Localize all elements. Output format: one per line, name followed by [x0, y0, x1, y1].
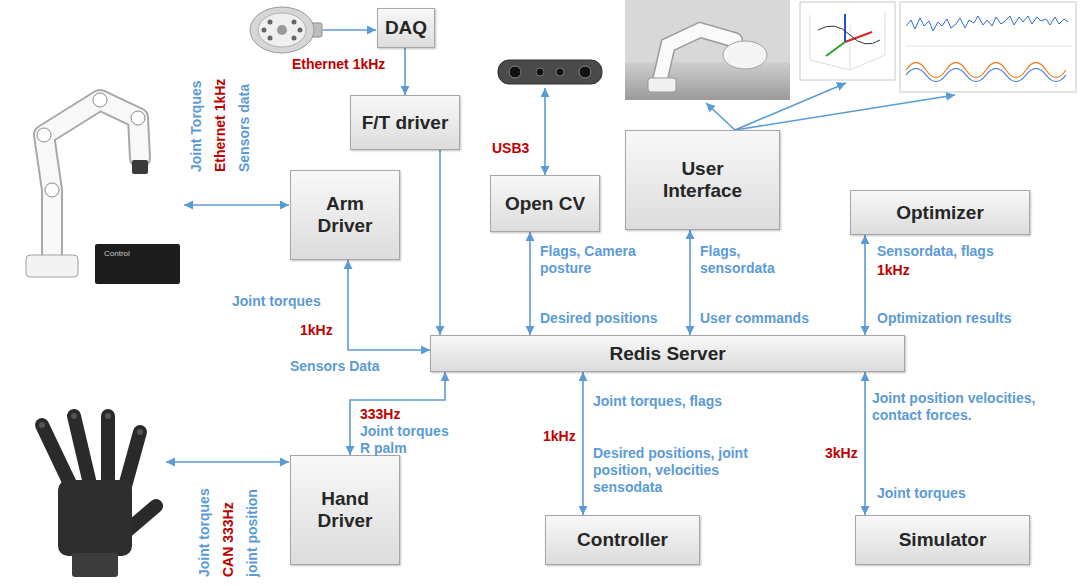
simulation-screenshot [625, 0, 790, 100]
signal-label: Desired positions [540, 310, 657, 327]
server-bar: Redis Server [430, 335, 905, 372]
sensor-wire [323, 29, 376, 31]
box-label: Optimizer [859, 202, 1021, 224]
usb-cable [544, 88, 546, 175]
signal-label-vertical: Ethernet 1kHz [212, 79, 229, 172]
data-link [348, 260, 430, 350]
signal-label: User commands [700, 310, 809, 327]
signal-label-vertical: joint position [244, 489, 261, 577]
box-label: Simulator [864, 529, 1021, 551]
data-link [439, 150, 441, 335]
ethernet-link [184, 204, 289, 206]
signal-label: Desired positions, joint position, veloc… [593, 445, 763, 496]
signal-label-vertical: Sensors data [236, 84, 253, 172]
optimizer-box: Optimizer [850, 190, 1030, 235]
ft-sensor-icon [250, 7, 322, 53]
signal-label: USB3 [492, 140, 529, 157]
signal-label: Joint position velocities, contact force… [872, 390, 1057, 424]
signal-label: 1kHz [300, 322, 333, 339]
signal-label: Ethernet 1kHz [292, 56, 385, 73]
box-label: F/T driver [359, 112, 451, 134]
box-label: Hand Driver [299, 488, 391, 532]
signal-label: 1kHz [543, 428, 576, 445]
controller-box: Controller [545, 515, 700, 565]
ui-box: User Interface [625, 130, 780, 230]
signal-label: Sensors Data [290, 358, 379, 375]
signal-label-vertical: CAN 333Hz [220, 502, 237, 577]
signal-label: Joint torques, flags [593, 393, 722, 410]
box-label: User Interface [644, 158, 761, 202]
robot-arm-illustration [26, 93, 180, 284]
signal-label: Joint torques [232, 293, 321, 310]
display-link [735, 83, 846, 130]
data-link [864, 235, 866, 335]
depth-camera-icon [498, 60, 602, 84]
box-label: Controller [554, 529, 691, 551]
robot-hand-illustration [39, 413, 156, 577]
signal-label: Optimization results [877, 310, 1012, 327]
box-label: Redis Server [437, 343, 898, 365]
data-link [404, 48, 406, 95]
driver-box: Arm Driver [290, 170, 400, 260]
data-link [689, 230, 691, 335]
box-label: Open CV [499, 193, 591, 215]
display-link [706, 103, 735, 130]
signal-label: Flags, sensordata [700, 243, 800, 277]
signal-label-vertical: Joint torques [196, 488, 213, 577]
can-link [166, 461, 289, 463]
signal-label: R palm [360, 440, 407, 457]
vision-box: Open CV [490, 175, 600, 232]
signal-label: 333Hz [360, 406, 400, 423]
signal-label-vertical: Joint Torques [188, 80, 205, 172]
signal-label: Joint torques [360, 423, 449, 440]
3d-plot-screenshot [800, 2, 895, 80]
data-link [529, 232, 531, 335]
data-link [864, 372, 866, 515]
time-plot-screenshot [900, 2, 1076, 92]
signal-label: Control [104, 249, 130, 259]
display-link [735, 95, 955, 130]
signal-label: Joint torques [877, 485, 966, 502]
signal-label: Sensordata, flags [877, 243, 994, 260]
box-label: DAQ [384, 17, 428, 39]
driver-box: Hand Driver [290, 455, 400, 565]
daq-box: DAQ [377, 8, 435, 48]
driver-box: F/T driver [350, 95, 460, 150]
data-link [582, 372, 584, 515]
signal-label: 3kHz [825, 445, 858, 462]
signal-label: Flags, Camera posture [540, 243, 665, 277]
simulator-box: Simulator [855, 515, 1030, 565]
controller-box [95, 244, 180, 284]
signal-label: 1kHz [877, 262, 910, 279]
box-label: Arm Driver [299, 193, 391, 237]
